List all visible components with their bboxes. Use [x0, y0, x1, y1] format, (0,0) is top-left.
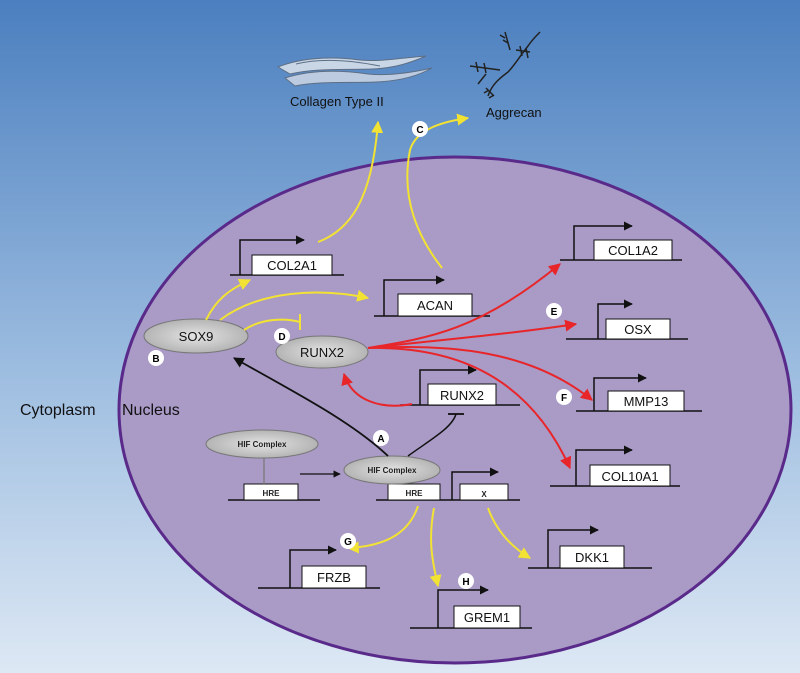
col1a2-label: COL1A2 [608, 243, 658, 258]
dkk1-label: DKK1 [575, 550, 609, 565]
runx2-protein [275, 335, 369, 369]
mmp13-label: MMP13 [624, 394, 669, 409]
sox9-label: SOX9 [179, 329, 214, 344]
gene-col1a2: COL1A2 [560, 221, 682, 261]
svg-text:E: E [551, 307, 558, 318]
runx2-to-osx-arrow [367, 319, 578, 349]
frzb-label: FRZB [317, 570, 351, 585]
marker-f: F [556, 389, 572, 405]
hif-inhibits-runx2-gene [407, 413, 457, 457]
sox9-to-col2a1-arrow [205, 279, 252, 321]
svg-text:A: A [377, 434, 384, 445]
hif-to-sox9-arrow [233, 357, 389, 457]
runx2-gene-label: RUNX2 [440, 388, 484, 403]
gene-grem1: GREM1 [410, 585, 532, 629]
hre-left-label: HRE [263, 489, 281, 498]
hif-complex-right-label: HIF Complex [368, 466, 417, 475]
sox9-to-acan-arrow [219, 289, 370, 321]
gene-acan: ACAN [374, 275, 490, 317]
marker-g: G [340, 533, 356, 549]
svg-text:C: C [416, 125, 423, 136]
marker-b: B [148, 350, 164, 366]
nucleus-label: Nucleus [122, 402, 180, 419]
aggrecan-label: Aggrecan [486, 105, 542, 120]
svg-text:F: F [561, 393, 567, 404]
sox9-protein [143, 318, 249, 354]
runx2-gene-to-protein-arrow [341, 372, 413, 407]
hre-right-label: HRE [406, 489, 424, 498]
gene-osx: OSX [566, 299, 688, 340]
acan-secretion-arrow [406, 113, 470, 269]
col2a1-label: COL2A1 [267, 258, 317, 273]
gene-frzb: FRZB [258, 545, 380, 589]
collagen-label: Collagen Type II [290, 94, 384, 109]
marker-h: H [458, 573, 474, 589]
marker-c: C [412, 121, 428, 137]
nucleus-membrane [117, 155, 793, 665]
gene-col2a1: COL2A1 [230, 235, 344, 276]
gene-mmp13: MMP13 [576, 373, 702, 412]
runx2-to-col10a1-arrow [367, 346, 571, 470]
osx-label: OSX [624, 322, 652, 337]
col10a1-label: COL10A1 [601, 469, 658, 484]
hif-to-dkk1-arrow [487, 507, 532, 559]
hif-complex-right [343, 455, 441, 485]
marker-a: A [373, 430, 389, 446]
marker-e: E [546, 303, 562, 319]
marker-d: D [274, 328, 290, 344]
acan-label: ACAN [417, 298, 453, 313]
hif-complex-left-label: HIF Complex [238, 440, 287, 449]
hre-element-left: HRE [228, 483, 320, 501]
runx2-to-col1a2-arrow [367, 263, 561, 349]
collagen-fiber-icon [276, 55, 433, 87]
grem1-label: GREM1 [464, 610, 510, 625]
gene-runx2: RUNX2 [400, 365, 520, 406]
cytoplasm-label: Cytoplasm [20, 402, 96, 419]
hif-to-grem1-arrow [429, 507, 442, 588]
x-gene-label: X [481, 490, 487, 499]
svg-text:D: D [278, 332, 285, 343]
sox9-inhibits-runx2 [243, 318, 301, 331]
svg-text:H: H [462, 577, 469, 588]
gene-dkk1: DKK1 [528, 525, 652, 569]
svg-text:B: B [152, 354, 159, 365]
aggrecan-molecule-icon [469, 31, 541, 99]
hre-x-element: HRE X [376, 467, 520, 501]
hif-complex-left [205, 429, 319, 459]
gene-col10a1: COL10A1 [550, 445, 680, 487]
svg-text:G: G [344, 537, 352, 548]
hif-to-frzb-arrow [346, 505, 419, 554]
runx2-protein-label: RUNX2 [300, 345, 344, 360]
runx2-to-mmp13-arrow [367, 346, 593, 401]
col2a1-secretion-arrow [317, 120, 384, 243]
